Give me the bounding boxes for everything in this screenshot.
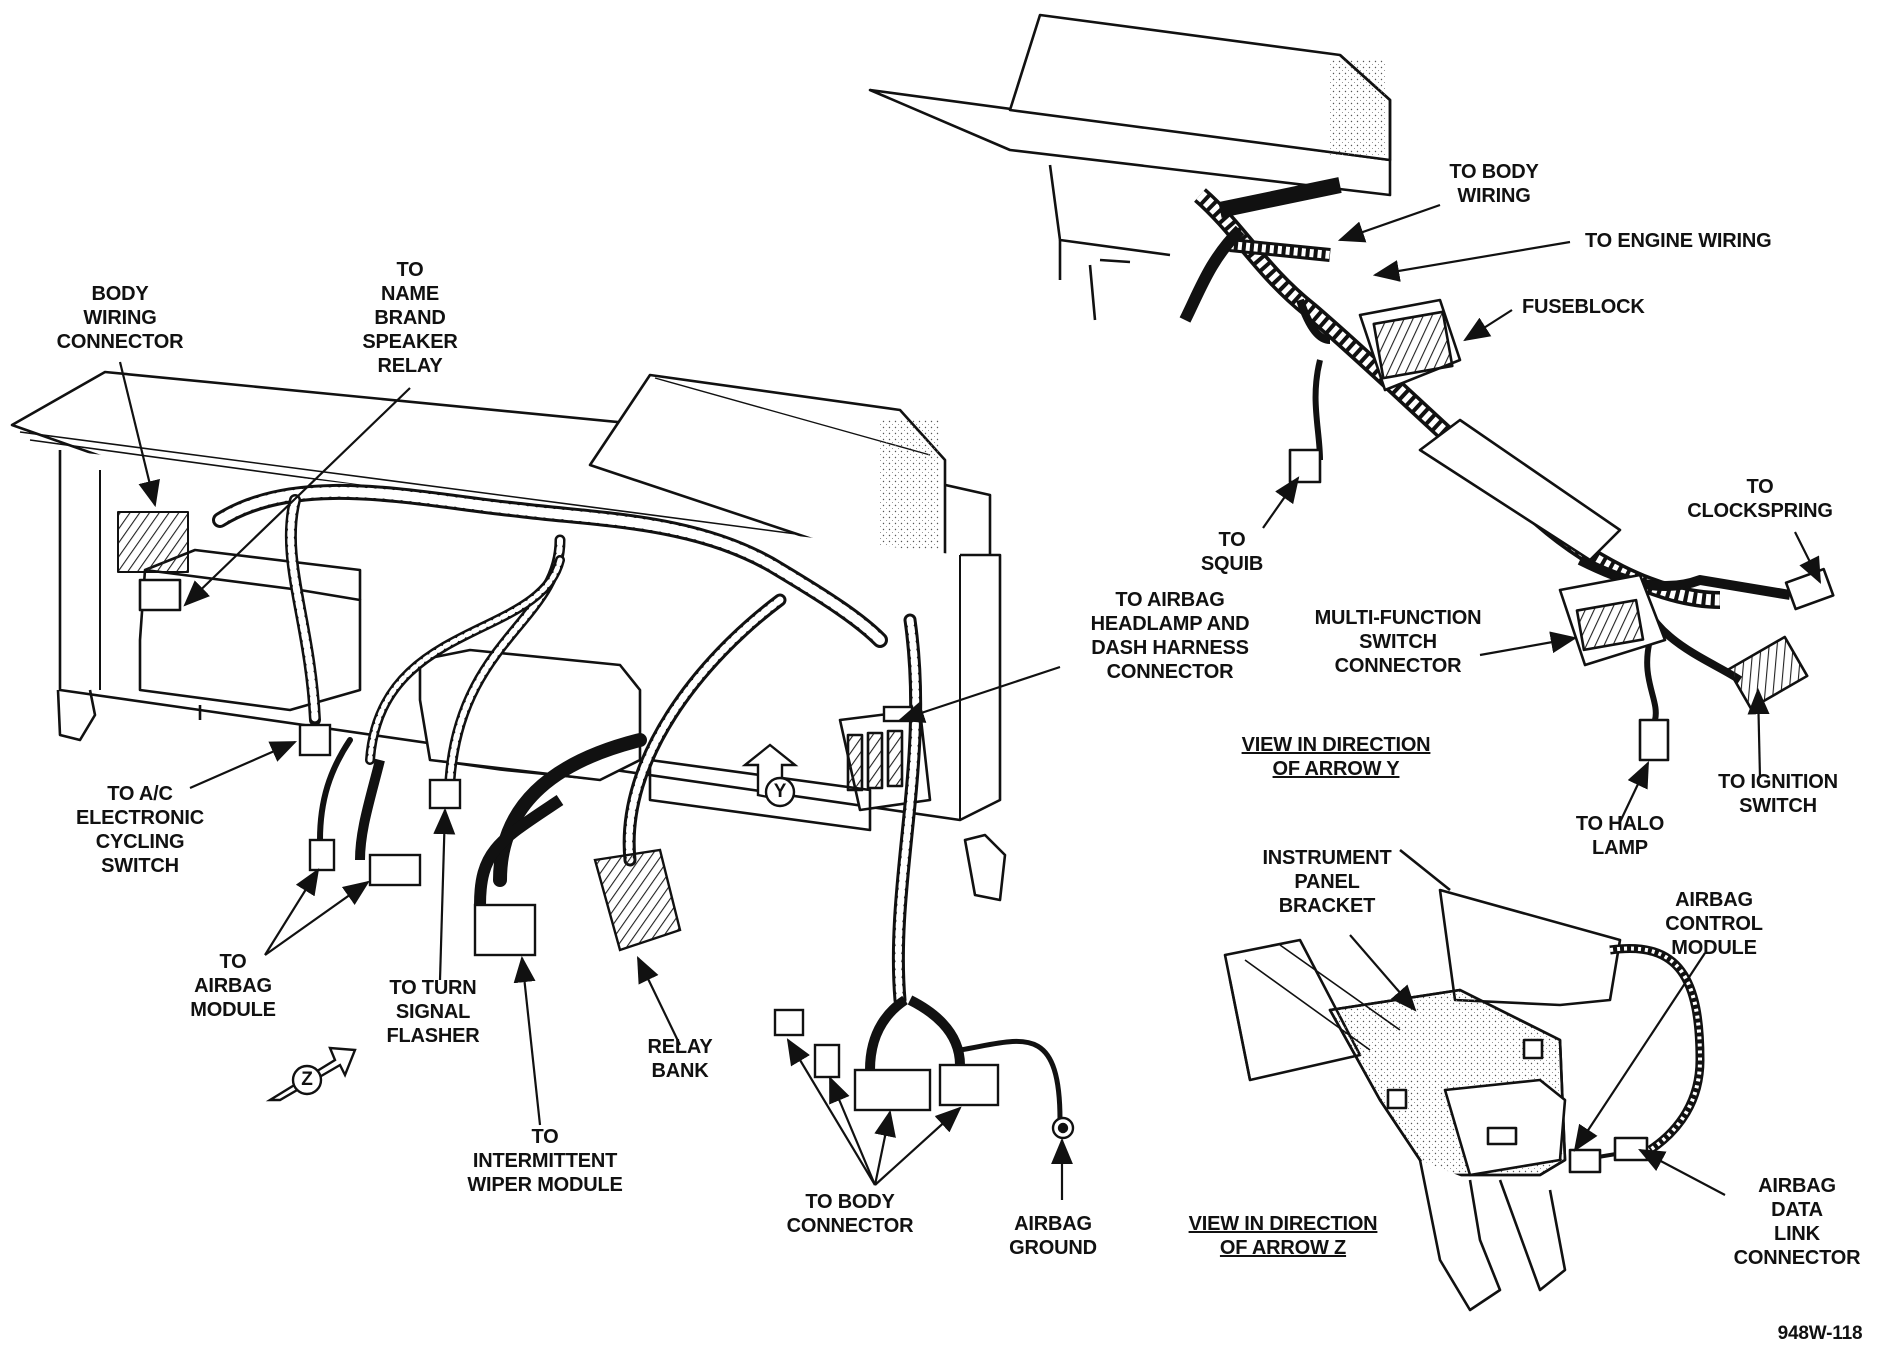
- label-to-halo-lamp: TO HALO LAMP: [1575, 813, 1665, 859]
- ac-switch-plug: [298, 723, 332, 757]
- body-connector-plug-small: [773, 1008, 805, 1037]
- view-z-drawing: [1223, 848, 1705, 1312]
- label-relay-bank: RELAY BANK: [647, 1036, 713, 1082]
- leader-lines: [118, 203, 1821, 1200]
- label-to-squib: TO SQUIB: [1200, 529, 1264, 575]
- label-view-direction-arrow-z: VIEW IN DIRECTION OF ARROW Z: [1188, 1213, 1378, 1259]
- label-to-airbag-module: TO AIRBAG MODULE: [190, 951, 276, 1021]
- label-to-engine-wiring: TO ENGINE WIRING: [1585, 230, 1772, 252]
- label-view-direction-arrow-y: VIEW IN DIRECTION OF ARROW Y: [1241, 734, 1431, 780]
- dash-harness-connector: [882, 705, 914, 723]
- label-airbag-ground: AIRBAG GROUND: [1009, 1213, 1097, 1259]
- turn-signal-plug: [428, 778, 462, 810]
- label-to-name-brand-speaker-relay: TO NAME BRAND SPEAKER RELAY: [362, 259, 458, 377]
- airbag-module-plug-2: [368, 853, 422, 887]
- figure-id: 948W-118: [1777, 1323, 1863, 1344]
- label-multi-function-switch-connector: MULTI-FUNCTION SWITCH CONNECTOR: [1314, 607, 1482, 677]
- main-harness-trunk: [212, 483, 1063, 1123]
- label-airbag-control-module: AIRBAG CONTROL MODULE: [1665, 889, 1763, 959]
- label-to-body-wiring: TO BODY WIRING: [1449, 161, 1539, 207]
- arrow-y-symbol: [741, 743, 799, 808]
- arrow-y-letter: Y: [773, 781, 787, 802]
- wiper-module-plug: [473, 903, 537, 957]
- arrow-z-letter: Z: [301, 1069, 313, 1090]
- body-connector-plug-a: [853, 1068, 932, 1112]
- label-to-ignition-switch: TO IGNITION SWITCH: [1718, 771, 1838, 817]
- label-fuseblock: FUSEBLOCK: [1522, 296, 1645, 318]
- label-to-intermittent-wiper-module: TO INTERMITTENT WIPER MODULE: [467, 1126, 623, 1196]
- arrow-z-symbol: [265, 1046, 357, 1102]
- label-to-ac-electronic-cycling-switch: TO A/C ELECTRONIC CYCLING SWITCH: [75, 783, 205, 877]
- main-view-connectors: [298, 705, 1075, 1140]
- label-airbag-data-link-connector: AIRBAG DATA LINK CONNECTOR: [1733, 1175, 1861, 1269]
- label-to-turn-signal-flasher: TO TURN SIGNAL FLASHER: [386, 977, 480, 1047]
- relay-bank-block: [593, 848, 682, 952]
- label-instrument-panel-bracket: INSTRUMENT PANEL BRACKET: [1262, 847, 1392, 917]
- airbag-module-plug-1: [308, 838, 336, 872]
- view-y-drawing: [868, 13, 1835, 762]
- label-body-wiring-connector: BODY WIRING CONNECTOR: [56, 283, 184, 353]
- label-to-airbag-headlamp-dash-harness-connector: TO AIRBAG HEADLAMP AND DASH HARNESS CONN…: [1090, 589, 1250, 683]
- label-to-clockspring: TO CLOCKSPRING: [1687, 476, 1833, 522]
- body-connector-plug-b: [938, 1063, 1000, 1107]
- body-connector-plug-mid: [813, 1043, 841, 1079]
- label-to-body-connector: TO BODY CONNECTOR: [786, 1191, 914, 1237]
